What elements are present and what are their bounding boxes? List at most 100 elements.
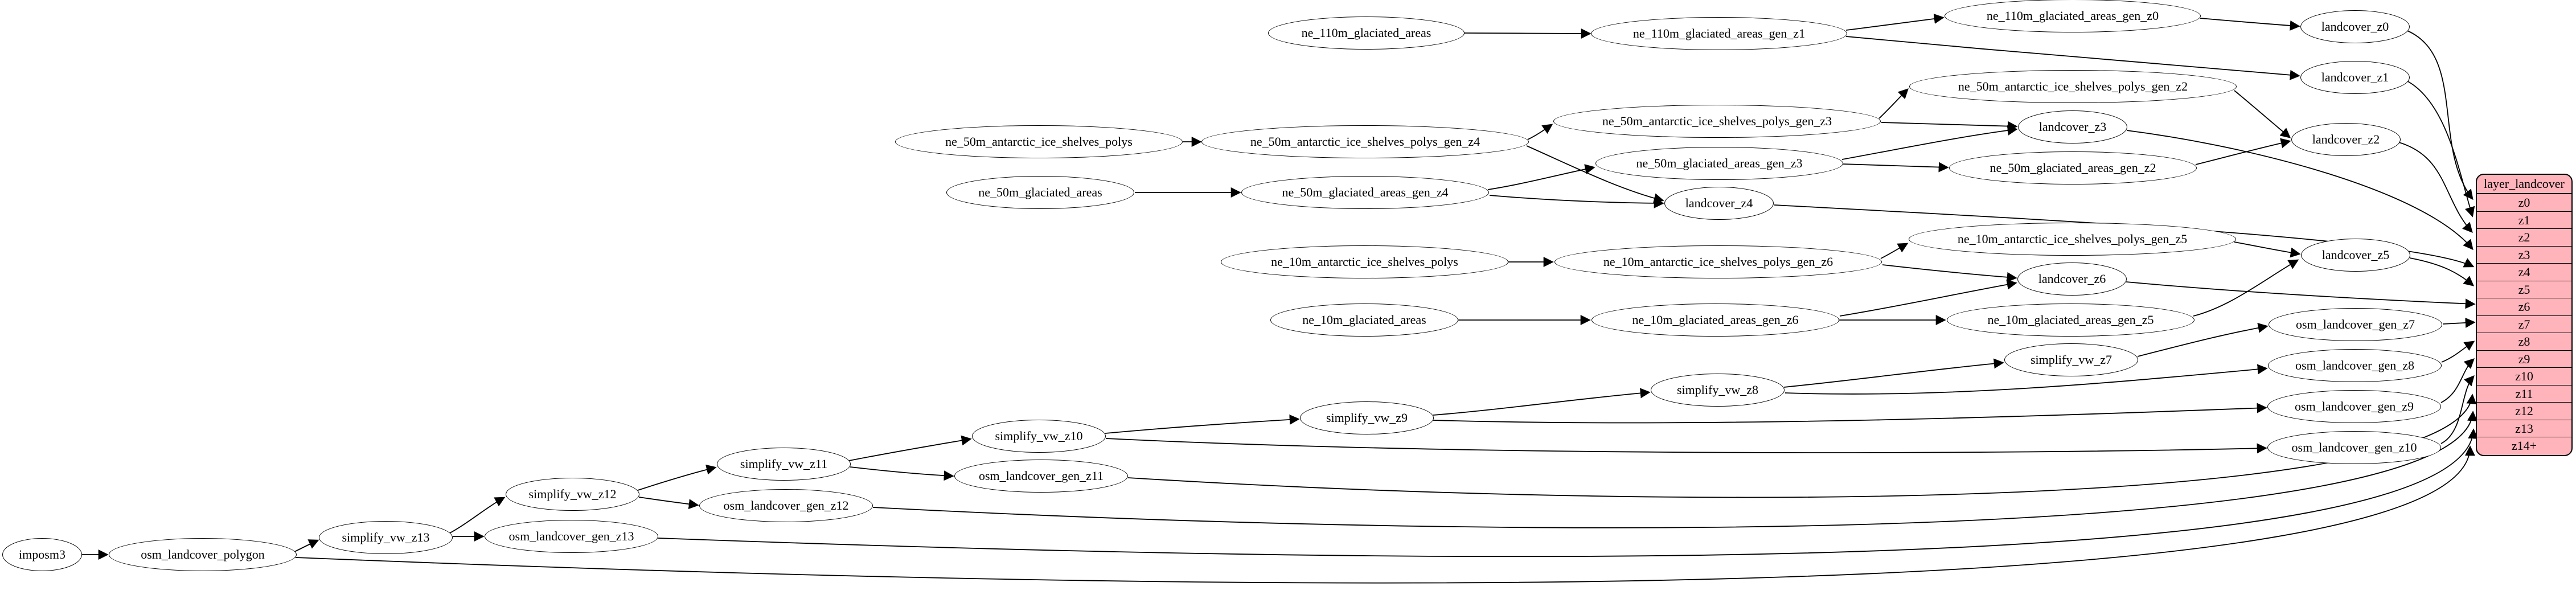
- node-ne_50m_glaciated_areas_gen_z4: ne_50m_glaciated_areas_gen_z4: [1241, 176, 1489, 209]
- node-simplify_vw_z10: simplify_vw_z10: [972, 420, 1106, 453]
- node-ne_10m_antarctic_ice_shelves_polys_gen_z5: ne_10m_antarctic_ice_shelves_polys_gen_z…: [1909, 223, 2236, 256]
- node-osm_landcover_polygon: osm_landcover_polygon: [109, 538, 297, 571]
- table-row-z11: z11: [2477, 386, 2571, 403]
- table-row-z8: z8: [2477, 333, 2571, 351]
- node-osm_landcover_gen_z12: osm_landcover_gen_z12: [699, 489, 873, 522]
- edge-osm_landcover_gen_z9-row-z9: [2440, 358, 2475, 403]
- node-osm_landcover_gen_z11: osm_landcover_gen_z11: [954, 460, 1128, 493]
- edge-landcover_z2-row-z2: [2398, 142, 2473, 233]
- edge-ne_10m_glaciated_gen_z5-landcover_z5: [2193, 259, 2299, 317]
- table-row-z12: z12: [2477, 403, 2571, 420]
- edge-osm_landcover_gen_z7-row-z7: [2442, 317, 2476, 328]
- node-simplify_vw_z12: simplify_vw_z12: [506, 478, 639, 511]
- edge-ne_10m_glaciated_gen_z6-landcover_z6: [1839, 279, 2017, 317]
- edge-osm_landcover_gen_z8-row-z8: [2441, 341, 2475, 363]
- node-ne_10m_antarctic_ice_shelves_polys: ne_10m_antarctic_ice_shelves_polys: [1221, 245, 1508, 278]
- node-simplify_vw_z11: simplify_vw_z11: [717, 448, 851, 481]
- node-landcover_z2: landcover_z2: [2291, 123, 2401, 156]
- table-row-z14: z14+: [2511, 438, 2537, 453]
- table-row-z5: z5: [2477, 281, 2571, 298]
- edge-ne_50m_antarctic_gen_z3-gen_z2: [1878, 88, 1909, 119]
- table-row-z13: z13: [2477, 420, 2571, 437]
- node-ne_110m_glaciated_areas_gen_z0: ne_110m_glaciated_areas_gen_z0: [1945, 0, 2201, 32]
- edge-ne_110m_gen_z0-landcover_z0: [2200, 18, 2300, 31]
- edge-simplify_vw_z10-simplify_vw_z9: [1105, 414, 1300, 434]
- node-landcover_z1: landcover_z1: [2300, 61, 2410, 94]
- node-landcover_z3: landcover_z3: [2018, 110, 2127, 143]
- edge-simplify_vw_z11-osm_landcover_gen_z11: [850, 466, 954, 481]
- node-ne_50m_glaciated_areas_gen_z2: ne_50m_glaciated_areas_gen_z2: [1949, 151, 2197, 184]
- edge-osm_landcover_gen_z10-row-z10: [2440, 375, 2475, 444]
- table-row-z4: z4: [2477, 264, 2571, 281]
- edge-simplify_vw_z11-simplify_vw_z10: [848, 435, 972, 461]
- node-osm_landcover_gen_z7: osm_landcover_gen_z7: [2269, 308, 2442, 341]
- edge-simplify_vw_z8-osm_landcover_gen_z8: [1785, 364, 2268, 395]
- node-ne_50m_antarctic_ice_shelves_polys_gen_z3: ne_50m_antarctic_ice_shelves_polys_gen_z…: [1553, 105, 1881, 138]
- edge-simplify_vw_z7-osm_landcover_gen_z7: [2137, 322, 2269, 357]
- edge-ne_10m_antarctic_gen_z5-landcover_z5: [2234, 241, 2301, 258]
- node-osm_landcover_gen_z8: osm_landcover_gen_z8: [2268, 349, 2442, 382]
- node-ne_50m_antarctic_ice_shelves_polys_gen_z2: ne_50m_antarctic_ice_shelves_polys_gen_z…: [1909, 70, 2237, 103]
- node-ne_10m_antarctic_ice_shelves_polys_gen_z6: ne_10m_antarctic_ice_shelves_polys_gen_z…: [1554, 245, 1882, 278]
- edge-ne_50m_antarctic_gen_z4-landcover_z4: [1526, 145, 1664, 203]
- edge-simplify_vw_z10-osm_landcover_gen_z10: [1105, 438, 2267, 454]
- edge-landcover_z1-row-z1: [2406, 80, 2475, 218]
- node-ne_110m_glaciated_areas: ne_110m_glaciated_areas: [1268, 17, 1465, 50]
- edge-ne_50m_glaciated_gen_z4-gen_z3: [1487, 164, 1595, 190]
- table-row-z6: z6: [2477, 298, 2571, 316]
- edge-ne_50m_glaciated_gen_z3-gen_z2: [1842, 162, 1949, 173]
- node-landcover_z0: landcover_z0: [2300, 10, 2410, 43]
- edge-simplify_vw_z9-simplify_vw_z8: [1433, 388, 1651, 416]
- node-osm_landcover_gen_z13: osm_landcover_gen_z13: [485, 520, 658, 553]
- node-osm_landcover_gen_z9: osm_landcover_gen_z9: [2267, 390, 2441, 423]
- node-ne_50m_antarctic_ice_shelves_polys: ne_50m_antarctic_ice_shelves_polys: [895, 125, 1183, 158]
- node-ne_50m_antarctic_ice_shelves_polys_gen_z4: ne_50m_antarctic_ice_shelves_polys_gen_z…: [1201, 125, 1529, 158]
- edge-osm_landcover_gen_z12-row-z12: [872, 411, 2477, 528]
- edge-landcover_z0-row-z0: [2407, 30, 2474, 200]
- edge-ne_50m_glaciated_gen_z3-landcover_z3: [1841, 125, 2018, 160]
- edge-simplify_vw_z12-osm_landcover_gen_z12: [638, 497, 699, 510]
- table-row-z1: z1: [2477, 212, 2571, 229]
- edge-osm_landcover_polygon-simplify_vw_z13: [294, 539, 319, 552]
- table-row-z7: z7: [2477, 316, 2571, 333]
- table-row-z2: z2: [2477, 229, 2571, 247]
- node-landcover_z5: landcover_z5: [2301, 239, 2410, 272]
- edge-ne_10m_antarctic_gen_z6-gen_z5: [1880, 243, 1909, 259]
- node-simplify_vw_z9: simplify_vw_z9: [1300, 401, 1434, 434]
- table-row-z3: z3: [2477, 247, 2571, 264]
- node-ne_10m_glaciated_areas_gen_z5: ne_10m_glaciated_areas_gen_z5: [1947, 304, 2194, 337]
- node-landcover_z4: landcover_z4: [1664, 187, 1774, 220]
- edge-ne_50m_antarctic_gen_z2-landcover_z2: [2234, 90, 2291, 138]
- edge-ne_50m_glaciated_gen_z4-landcover_z4: [1489, 195, 1664, 208]
- edge-ne_110m_gen_z1-gen_z0: [1845, 13, 1945, 31]
- edge-simplify_vw_z12-simplify_vw_z11: [637, 464, 717, 491]
- edge-landcover_z5-row-z5: [2409, 257, 2475, 286]
- edge-ne_50m_antarctic_gen_z4-gen_z3: [1527, 124, 1553, 140]
- edge-ne_50m_antarctic_gen_z3-landcover_z3: [1881, 121, 2018, 132]
- edge-osm_landcover_polygon-row-z14: [295, 445, 2475, 584]
- node-simplify_vw_z13: simplify_vw_z13: [319, 521, 453, 554]
- edge-simplify_vw_z13-simplify_vw_z12: [449, 497, 506, 534]
- layer-landcover-table: layer_landcover z0 z1 z2 z3 z4 z5 z6 z7 …: [2476, 174, 2573, 456]
- edge-ne_50m_glaciated_gen_z2-landcover_z2: [2195, 138, 2291, 165]
- edge-simplify_vw_z8-simplify_vw_z7: [1783, 358, 2004, 388]
- edge-simplify_vw_z9-osm_landcover_gen_z9: [1433, 403, 2267, 424]
- node-ne_50m_glaciated_areas_gen_z3: ne_50m_glaciated_areas_gen_z3: [1595, 147, 1843, 180]
- table-title: layer_landcover: [2477, 175, 2571, 194]
- node-simplify_vw_z8: simplify_vw_z8: [1651, 374, 1785, 407]
- node-ne_10m_glaciated_areas_gen_z6: ne_10m_glaciated_areas_gen_z6: [1591, 304, 1839, 337]
- edge-osm_landcover_gen_z13-row-z13: [658, 428, 2479, 557]
- edge-ne_10m_antarctic_gen_z6-landcover_z6: [1882, 264, 2017, 282]
- node-ne_110m_glaciated_areas_gen_z1: ne_110m_glaciated_areas_gen_z1: [1591, 17, 1847, 50]
- node-landcover_z6: landcover_z6: [2017, 263, 2127, 296]
- node-imposm3: imposm3: [2, 538, 82, 571]
- table-row-z0: z0: [2477, 194, 2571, 212]
- node-osm_landcover_gen_z10: osm_landcover_gen_z10: [2267, 431, 2441, 464]
- table-row-z9: z9: [2477, 351, 2571, 368]
- node-simplify_vw_z7: simplify_vw_z7: [2004, 343, 2138, 376]
- node-ne_50m_glaciated_areas: ne_50m_glaciated_areas: [946, 176, 1134, 209]
- edge-landcover_z3-row-z3: [2126, 130, 2474, 251]
- table-row-z10: z10: [2477, 368, 2571, 386]
